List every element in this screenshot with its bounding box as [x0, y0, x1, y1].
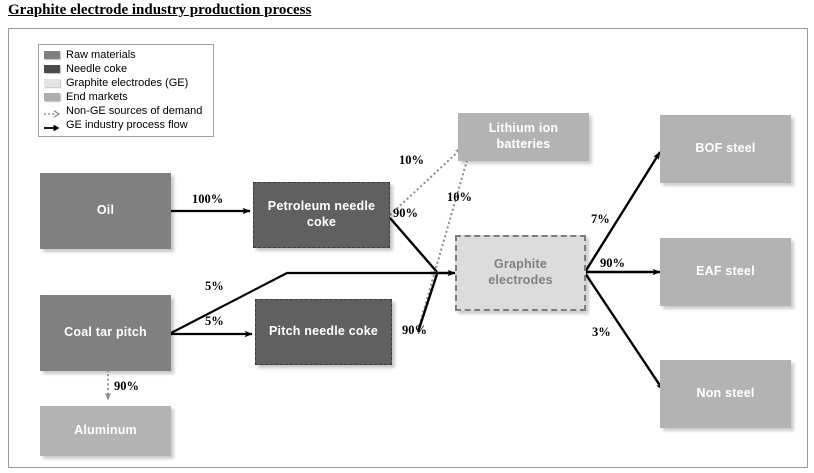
node-non-steel[interactable]: Non steel	[660, 360, 791, 428]
node-lithium-ion-batteries-label: Lithium ion batteries	[488, 121, 559, 151]
flow-label-5-coaltarpitch-pitchcoke: 5%	[205, 314, 224, 328]
legend-label-raw-materials: Raw materials	[66, 49, 136, 61]
node-aluminum-label: Aluminum	[74, 423, 137, 438]
legend-item-graphite-electrodes: Graphite electrodes (GE)	[44, 76, 209, 90]
legend-label-graphite-electrodes: Graphite electrodes (GE)	[66, 77, 189, 89]
page-title: Graphite electrode industry production p…	[8, 2, 312, 18]
legend-label-non-ge-demand: Non-GE sources of demand	[66, 105, 203, 117]
node-aluminum[interactable]: Aluminum	[40, 406, 171, 456]
legend-item-non-ge-demand: Non-GE sources of demand	[44, 104, 209, 118]
flow-label-10-petroleum-lithium: 10%	[399, 153, 424, 167]
legend-swatch-end-markets	[44, 93, 60, 101]
flow-label-3-nonsteel: 3%	[592, 325, 611, 339]
node-eaf-steel[interactable]: EAF steel	[660, 238, 791, 306]
dotted-arrow-icon	[44, 106, 61, 118]
node-pitch-needle-coke-label: Pitch needle coke	[269, 324, 378, 339]
legend-swatch-raw-materials	[44, 51, 60, 59]
legend-item-raw-materials: Raw materials	[44, 48, 209, 62]
node-oil[interactable]: Oil	[40, 173, 171, 249]
flow-label-5-coaltarpitch-graphite: 5%	[205, 279, 224, 293]
legend-item-needle-coke: Needle coke	[44, 62, 209, 76]
legend-label-needle-coke: Needle coke	[66, 63, 128, 75]
legend-swatch-graphite-electrodes	[44, 79, 60, 87]
node-oil-label: Oil	[96, 203, 115, 218]
flow-label-90-pitch-graphite: 90%	[402, 323, 427, 337]
legend-item-end-markets: End markets	[44, 90, 209, 104]
flow-label-90-eaf: 90%	[600, 256, 625, 270]
flow-label-100-oil: 100%	[192, 192, 224, 206]
legend-label-ge-process-flow: GE industry process flow	[66, 119, 188, 131]
node-graphite-electrodes-label: Graphite electrodes	[488, 257, 553, 287]
flow-label-10-pitch-lithium: 10%	[447, 190, 472, 204]
legend-label-end-markets: End markets	[66, 91, 128, 103]
node-lithium-ion-batteries[interactable]: Lithium ion batteries	[458, 113, 589, 161]
flow-label-90-coaltarpitch-aluminum: 90%	[114, 379, 139, 393]
node-bof-steel[interactable]: BOF steel	[660, 115, 791, 183]
node-petroleum-needle-coke-label: Petroleum needle coke	[267, 199, 376, 229]
node-graphite-electrodes[interactable]: Graphite electrodes	[455, 235, 586, 311]
flow-label-90-petroleum-graphite: 90%	[393, 206, 418, 220]
legend: Raw materials Needle coke Graphite elect…	[38, 44, 214, 137]
solid-arrow-icon	[44, 120, 60, 132]
node-petroleum-needle-coke[interactable]: Petroleum needle coke	[253, 182, 390, 248]
flow-label-7-bof: 7%	[591, 212, 610, 226]
legend-swatch-needle-coke	[44, 65, 60, 73]
node-non-steel-label: Non steel	[696, 386, 755, 401]
node-pitch-needle-coke[interactable]: Pitch needle coke	[255, 299, 392, 365]
node-coal-tar-pitch[interactable]: Coal tar pitch	[40, 295, 171, 371]
node-coal-tar-pitch-label: Coal tar pitch	[64, 325, 147, 340]
node-eaf-steel-label: EAF steel	[696, 264, 755, 279]
legend-item-ge-process-flow: GE industry process flow	[44, 118, 209, 132]
node-bof-steel-label: BOF steel	[695, 141, 756, 156]
